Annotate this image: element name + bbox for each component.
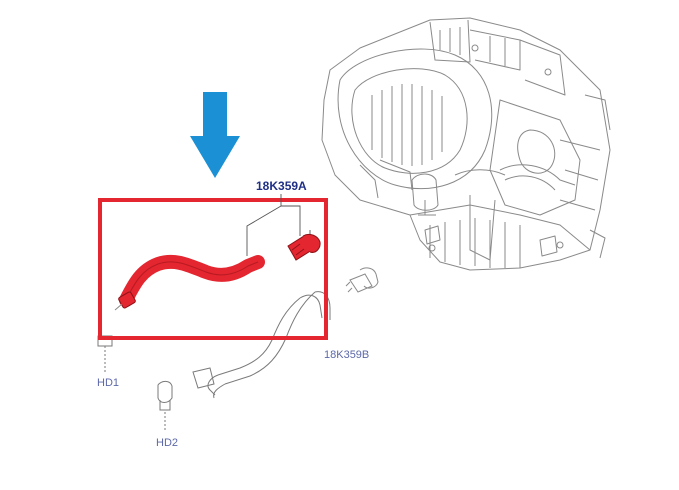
label-heater-hose-secondary: 18K359B: [324, 349, 369, 361]
label-clamp-hd2: HD2: [156, 437, 178, 449]
clamp-hd1: [97, 335, 113, 372]
secondary-heater-hose: [192, 291, 331, 399]
highlighted-heater-hose: [114, 254, 265, 311]
label-clamp-hd1: HD1: [97, 377, 119, 389]
clamp-hd2: [157, 380, 173, 432]
highlight-box: [98, 198, 328, 340]
highlighted-hose-fitting: [287, 233, 321, 261]
hvac-heater-assembly: [321, 17, 611, 271]
arrow-down-icon: [190, 92, 240, 178]
label-heater-hose-main: 18K359A: [256, 179, 307, 193]
hose-connector-fitting: [345, 267, 379, 293]
